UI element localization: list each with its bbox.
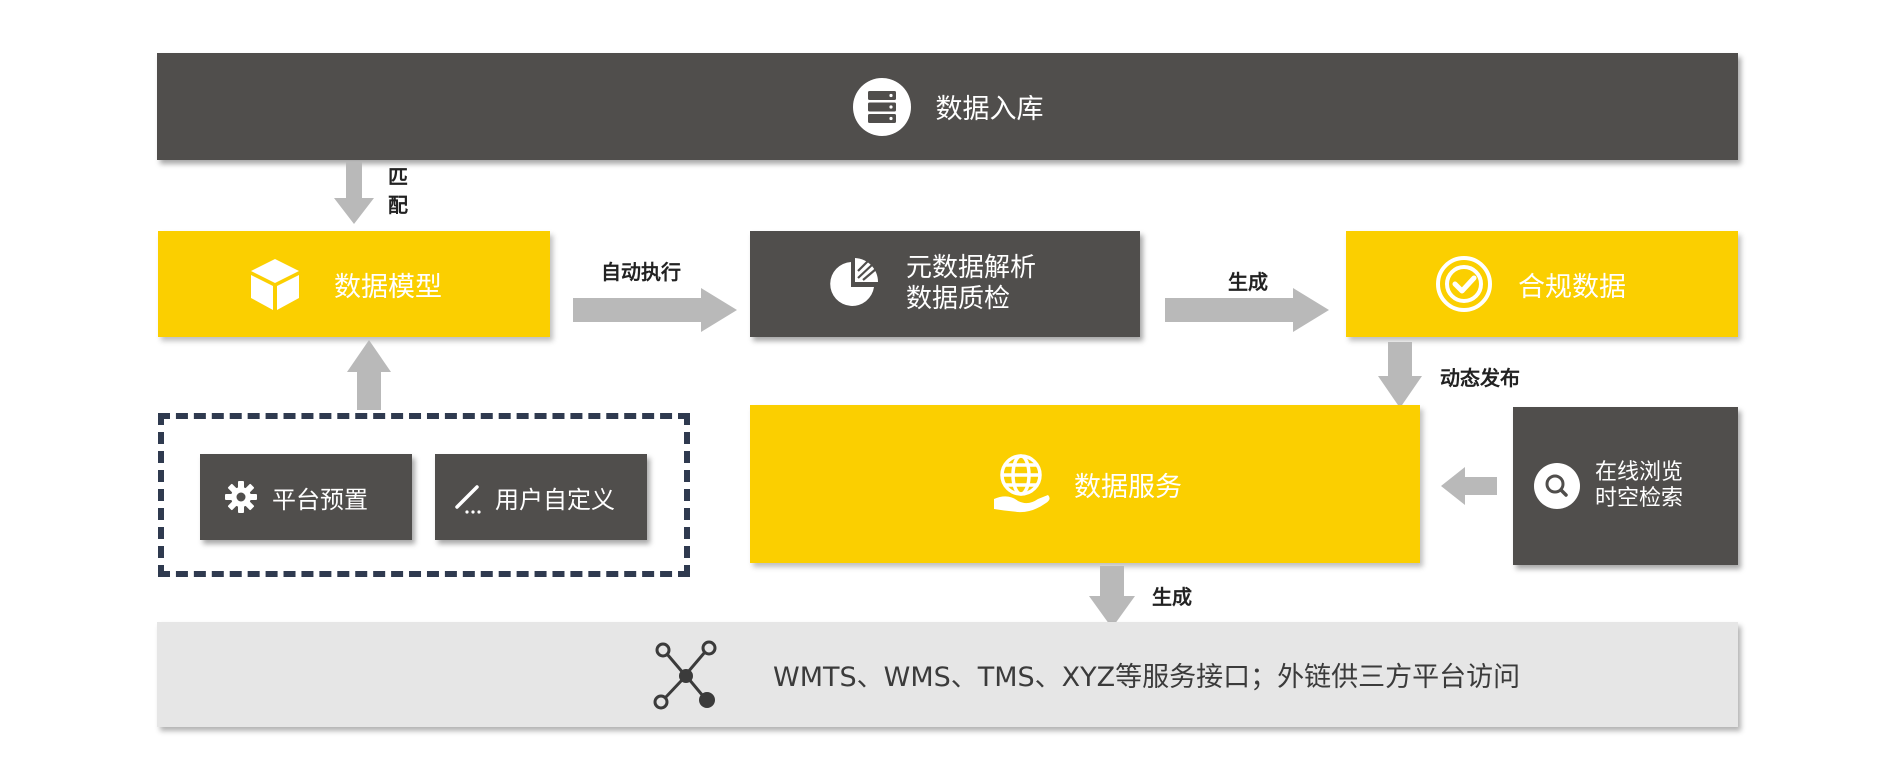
metadata-parse-line1: 元数据解析 <box>906 252 1037 283</box>
data-service-label: 数据服务 <box>1074 471 1182 503</box>
compliant-data-label: 合规数据 <box>1518 271 1626 303</box>
generate-arrow-1 <box>1165 288 1329 332</box>
user-custom-label: 用户自定义 <box>495 485 615 514</box>
service-interface-bar: WMTS、WMS、TMS、XYZ等服务接口；外链供三方平台访问 <box>157 622 1738 727</box>
globe-hand-icon <box>988 451 1054 517</box>
compliant-data-box: 合规数据 <box>1346 231 1738 337</box>
data-service-box: 数据服务 <box>750 405 1420 563</box>
metadata-parse-box: 元数据解析 数据质检 <box>750 231 1140 337</box>
browse-to-service-arrow <box>1441 467 1497 505</box>
data-ingest-label: 数据入库 <box>935 94 1044 125</box>
search-icon <box>1533 462 1581 510</box>
generate-label-2: 生成 <box>1152 585 1192 609</box>
gear-icon <box>224 480 258 514</box>
cube-icon <box>246 255 304 313</box>
data-model-label: 数据模型 <box>334 271 442 303</box>
config-source-group <box>158 413 690 577</box>
online-browse-line2: 时空检索 <box>1595 486 1684 511</box>
auto-execute-arrow <box>573 288 737 332</box>
pen-icon <box>451 479 487 515</box>
platform-preset-label: 平台预置 <box>272 485 368 514</box>
online-browse-box: 在线浏览 时空检索 <box>1513 407 1738 565</box>
data-ingest-bar: 数据入库 <box>157 53 1738 160</box>
online-browse-line1: 在线浏览 <box>1595 459 1684 485</box>
network-icon <box>651 640 721 710</box>
match-arrow <box>334 162 374 224</box>
dynamic-publish-arrow <box>1378 342 1422 408</box>
server-icon <box>852 77 912 137</box>
platform-preset-box: 平台预置 <box>200 454 412 540</box>
auto-execute-label: 自动执行 <box>601 260 681 284</box>
dynamic-publish-label: 动态发布 <box>1440 366 1520 390</box>
check-circle-icon <box>1434 254 1494 314</box>
generate-label-1: 生成 <box>1228 270 1268 294</box>
user-custom-box: 用户自定义 <box>435 454 647 540</box>
metadata-parse-line2: 数据质检 <box>906 284 1011 314</box>
service-interface-label: WMTS、WMS、TMS、XYZ等服务接口；外链供三方平台访问 <box>773 662 1521 693</box>
pie-chart-icon <box>824 254 884 314</box>
config-up-arrow <box>347 340 391 410</box>
generate-arrow-2 <box>1089 566 1135 628</box>
match-label: 匹 配 <box>388 165 408 217</box>
data-model-box: 数据模型 <box>158 231 550 337</box>
